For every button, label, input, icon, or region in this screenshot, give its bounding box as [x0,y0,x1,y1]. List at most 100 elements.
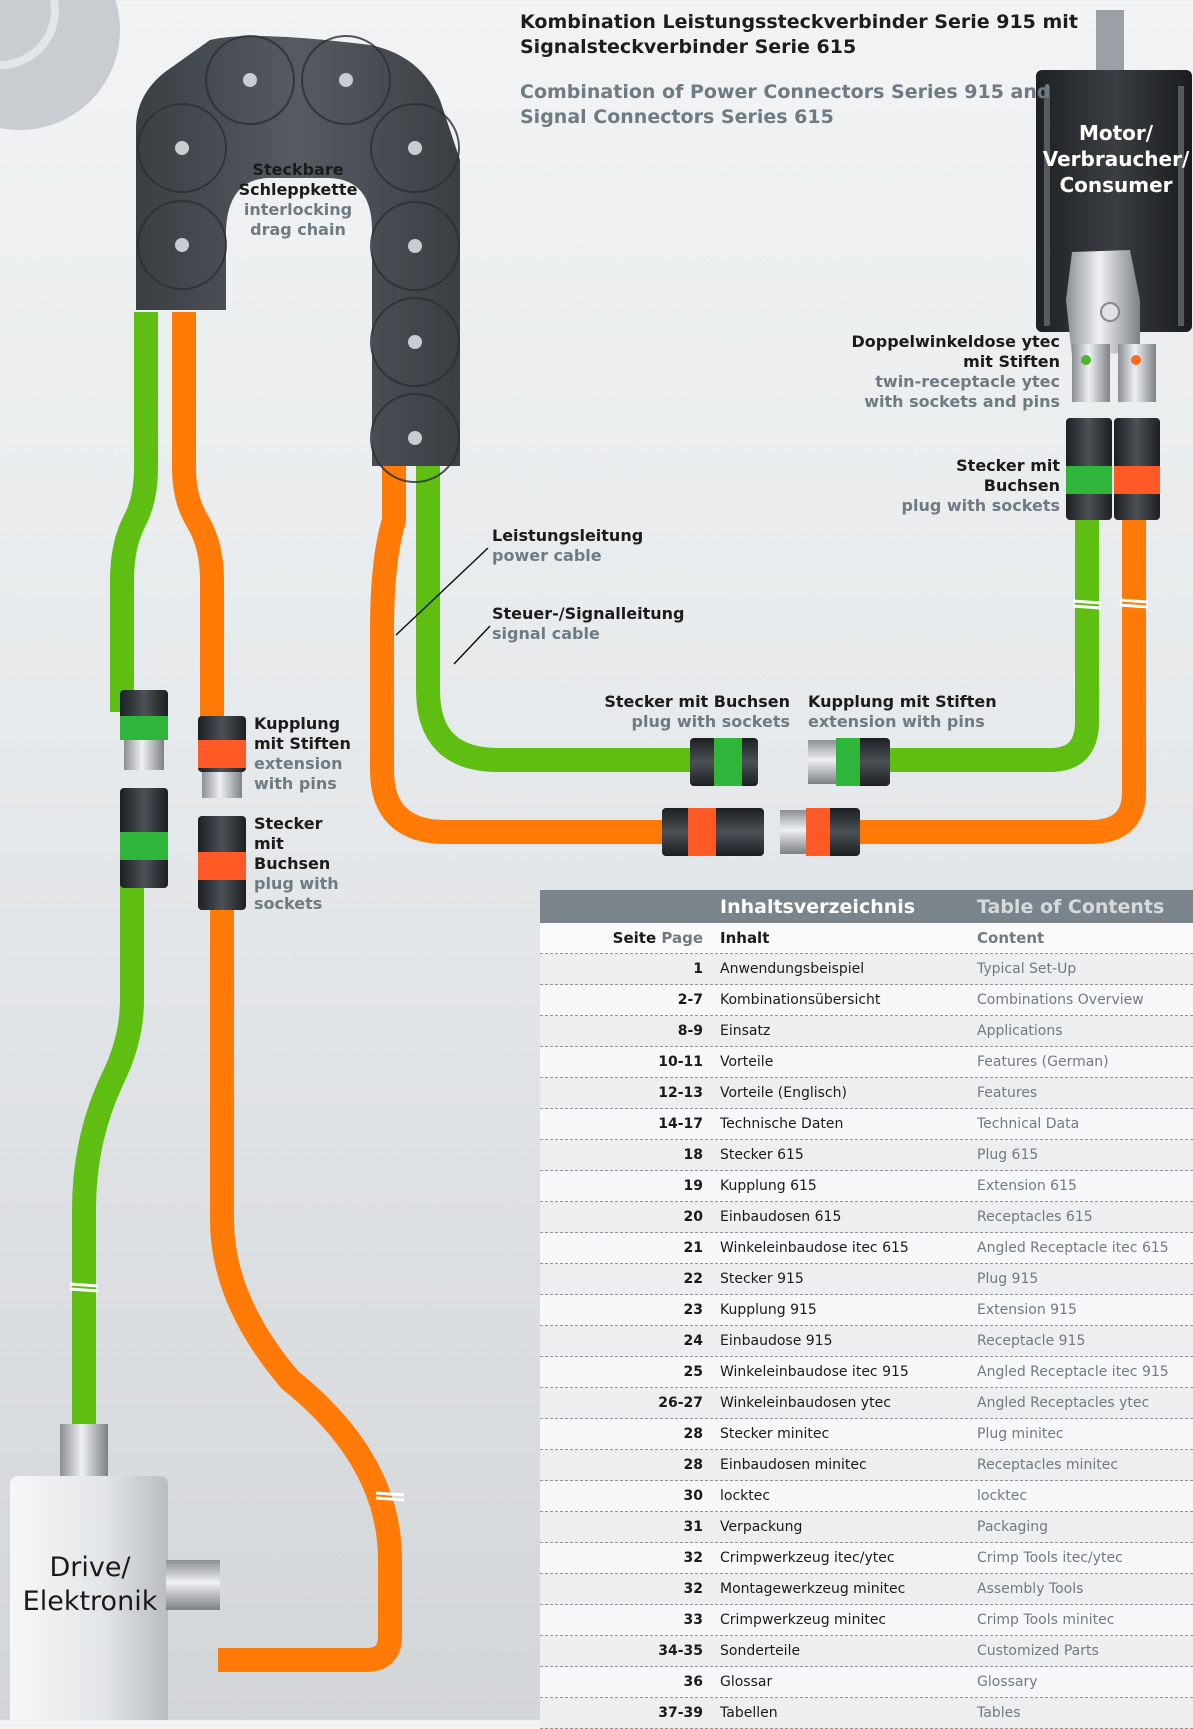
toc-row-title-en: Plug 615 [977,1147,1039,1163]
toc-row-title-de: Einsatz [720,1023,771,1039]
label-plug-sockets-right-de: Stecker mit Buchsen [956,456,1060,495]
toc-row-title-en: Crimp Tools minitec [977,1612,1115,1628]
toc-row-title-en: Crimp Tools itec/ytec [977,1550,1123,1566]
toc-row[interactable]: 12-13 Vorteile (Englisch) Features [540,1078,1193,1109]
toc-row-page: 2-7 [677,992,703,1008]
toc-col-page-en: Page [661,929,703,947]
label-twin-receptacle-de: Doppelwinkeldose ytec mit Stiften [851,332,1060,371]
motor-label: Motor/ Verbraucher/ Consumer [1042,121,1190,197]
toc-row-title-en: Extension 615 [977,1178,1077,1194]
toc-row-title-de: Montagewerkzeug minitec [720,1581,906,1597]
connector-green-plug [690,738,758,786]
toc-row-title-de: Winkeleinbaudose itec 615 [720,1240,909,1256]
twin-receptacle [1066,250,1156,402]
toc-row-title-en: Applications [977,1023,1063,1039]
leader-lines [395,547,491,665]
label-extension-pins-left: Kupplung mit Stiften extension with pins [254,714,354,794]
toc-col-page-de: Seite [612,929,657,947]
label-power-cable-de: Leistungsleitung [492,526,644,545]
table-of-contents: Inhaltsverzeichnis Table of Contents Sei… [540,890,1193,1729]
toc-row-title-en: Assembly Tools [977,1581,1084,1597]
toc-row-title-en: Plug 915 [977,1271,1039,1287]
label-extension-pins-left-de: Kupplung mit Stiften [254,714,351,753]
toc-row-page: 28 [683,1426,703,1442]
toc-header-row: Seite Page Inhalt Content [540,923,1193,954]
toc-row-title-de: Stecker 915 [720,1271,804,1287]
connector-green-extension [808,738,890,786]
label-plug-sockets-mid-de: Stecker mit Buchsen [604,692,790,711]
toc-row-page: 37-39 [658,1705,703,1721]
toc-row-page: 34-35 [658,1643,703,1659]
label-plug-sockets-right-en: plug with sockets [901,496,1060,515]
toc-row-title-en: Features [977,1085,1038,1101]
toc-row-title-en: Glossary [977,1674,1038,1690]
toc-row-title-de: Einbaudosen minitec [720,1457,867,1473]
toc-row-title-en: Angled Receptacles ytec [977,1395,1150,1411]
connector-left-orange-plug [198,816,246,910]
toc-row-page: 19 [683,1178,703,1194]
toc-row-page: 26-27 [658,1395,703,1411]
label-plug-sockets-left-de: Stecker mit Buchsen [254,814,331,873]
toc-title-de: Inhaltsverzeichnis [720,895,916,918]
toc-row[interactable]: 19 Kupplung 615 Extension 615 [540,1171,1193,1202]
label-plug-sockets-right: Stecker mit Buchsen plug with sockets [880,456,1060,516]
toc-row-title-de: Vorteile (Englisch) [720,1085,847,1101]
toc-row-title-en: Receptacle 915 [977,1333,1086,1349]
drag-chain [136,35,460,483]
power-cable-chain [370,466,664,844]
toc-row-title-en: Customized Parts [977,1643,1099,1659]
label-power-cable: Leistungsleitung power cable [492,526,712,566]
toc-row-page: 10-11 [658,1054,703,1070]
corner-decoration [0,0,120,130]
toc-row[interactable]: 32 Montagewerkzeug minitec Assembly Tools [540,1574,1193,1605]
toc-row-title-de: Kupplung 615 [720,1178,817,1194]
toc-row-page: 33 [683,1612,703,1628]
toc-row-title-en: Receptacles 615 [977,1209,1093,1225]
toc-row-title-de: Einbaudosen 615 [720,1209,842,1225]
toc-row-page: 32 [683,1581,703,1597]
toc-col-page: Seite Page [540,929,720,947]
toc-row-title-de: Glossar [720,1674,773,1690]
toc-row-title-de: Stecker 615 [720,1147,804,1163]
toc-row-title-en: Angled Receptacle itec 615 [977,1240,1169,1256]
toc-row-page: 8-9 [677,1023,703,1039]
toc-row[interactable]: 21 Winkeleinbaudose itec 615 Angled Recept… [540,1233,1193,1264]
toc-row-title-de: Kupplung 915 [720,1302,817,1318]
toc-row-title-en: Plug minitec [977,1426,1064,1442]
toc-row-page: 23 [683,1302,703,1318]
label-power-cable-en: power cable [492,546,602,565]
toc-row[interactable]: 8-9 Einsatz Applications [540,1016,1193,1047]
power-cable-left-lower [210,900,402,1672]
label-signal-cable-de: Steuer-/Signalleitung [492,604,685,623]
toc-row-title-en: Packaging [977,1519,1049,1535]
toc-row-title-de: Einbaudose 915 [720,1333,833,1349]
toc-col-content-de: Inhalt [720,929,770,947]
toc-row[interactable]: 33 Crimpwerkzeug minitec Crimp Tools minit… [540,1605,1193,1636]
toc-row-page: 21 [683,1240,703,1256]
toc-row-page: 28 [683,1457,703,1473]
toc-row-page: 32 [683,1550,703,1566]
toc-row-page: 12-13 [658,1085,703,1101]
toc-row-title-de: Crimpwerkzeug minitec [720,1612,887,1628]
toc-row-title-en: Angled Receptacle itec 915 [977,1364,1169,1380]
